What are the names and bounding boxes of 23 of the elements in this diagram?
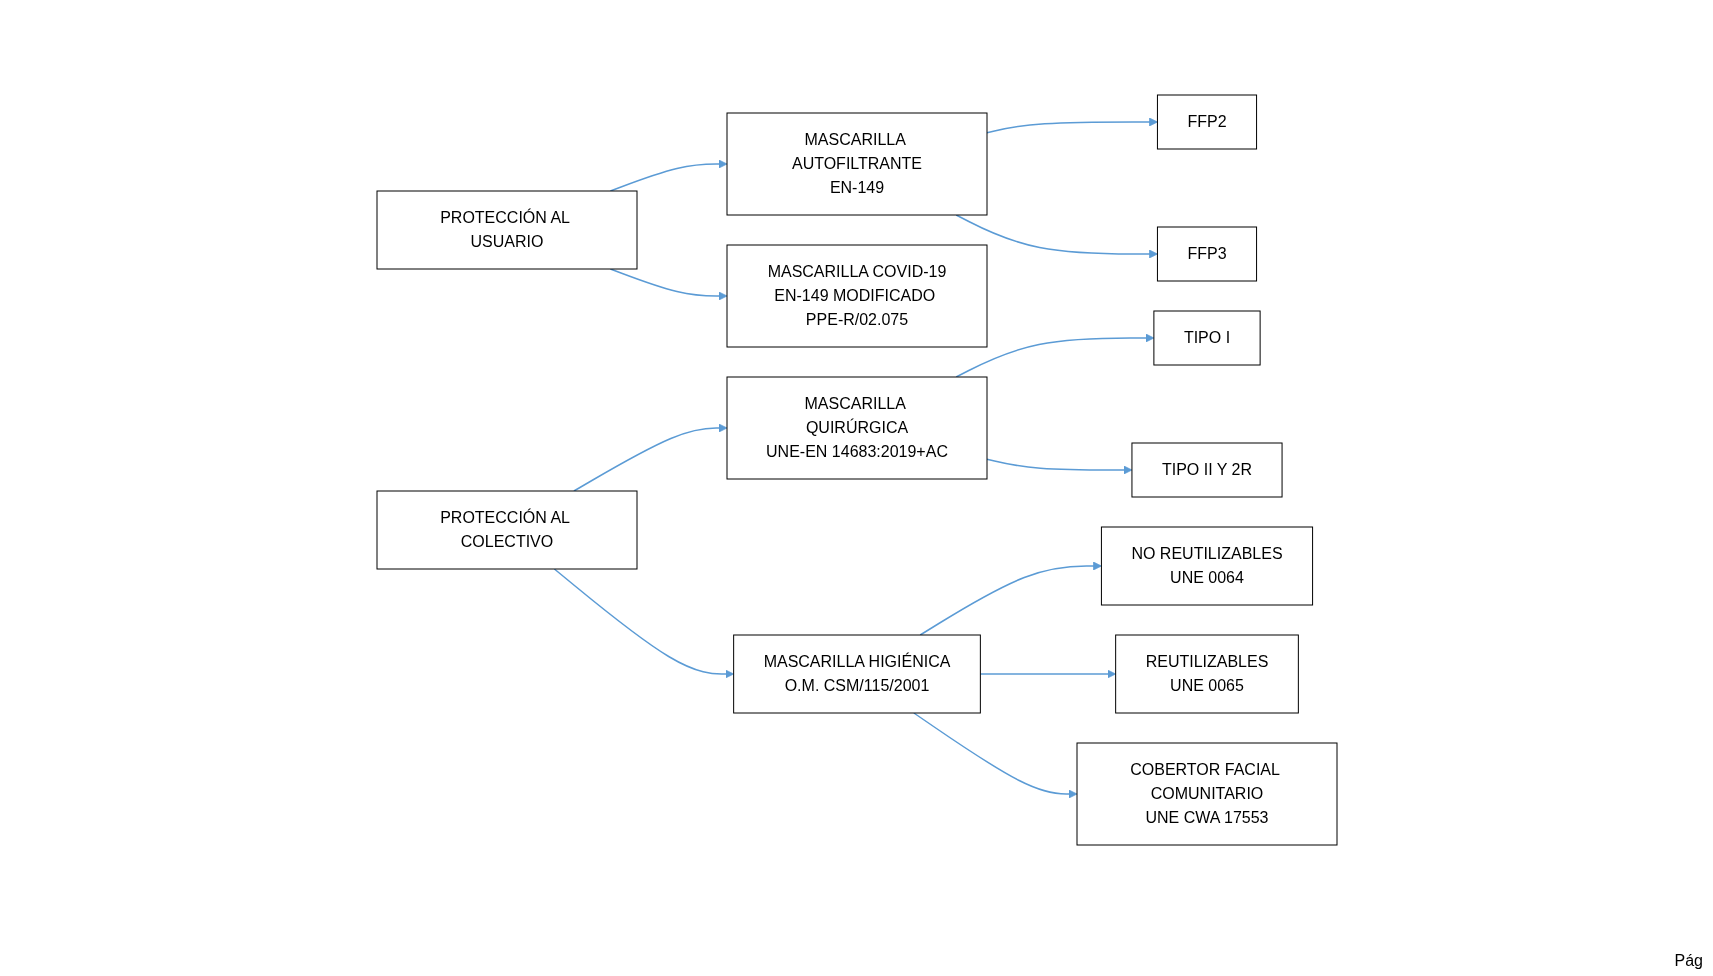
node-box: REUTILIZABLES UNE 0065: [1114, 634, 1299, 714]
arrow: [609, 159, 727, 192]
node-box: TIPO II Y 2R: [1130, 442, 1283, 498]
node-box: TIPO I: [1152, 310, 1261, 366]
arrow: [553, 568, 734, 679]
node-box: COBERTOR FACIAL COMUNITARIO UNE CWA 17553: [1076, 742, 1337, 846]
arrow: [979, 669, 1116, 679]
node-box: NO REUTILIZABLES UNE 0064: [1100, 526, 1313, 606]
arrow: [985, 117, 1158, 134]
node-box: PROTECCIÓN AL COLECTIVO: [376, 490, 637, 570]
arrow: [985, 458, 1132, 475]
node-box: MASCARILLA QUIRÚRGICA UNE-EN 14683:2019+AC: [726, 376, 987, 480]
arrow: [572, 423, 727, 492]
node-box: MASCARILLA AUTOFILTRANTE EN-149: [726, 112, 987, 216]
node-box: FFP3: [1156, 226, 1257, 282]
node-box: PROTECCIÓN AL USUARIO: [376, 190, 637, 270]
arrow: [918, 561, 1102, 636]
node-box: FFP2: [1156, 94, 1257, 150]
node-box: MASCARILLA HIGIÉNICA O.M. CSM/115/2001: [732, 634, 981, 714]
arrow: [954, 333, 1154, 378]
page-label: Pág: [1674, 952, 1703, 969]
node-box: MASCARILLA COVID-19 EN-149 MODIFICADO PPE-R/02.075: [726, 244, 987, 348]
arrow: [912, 712, 1077, 799]
